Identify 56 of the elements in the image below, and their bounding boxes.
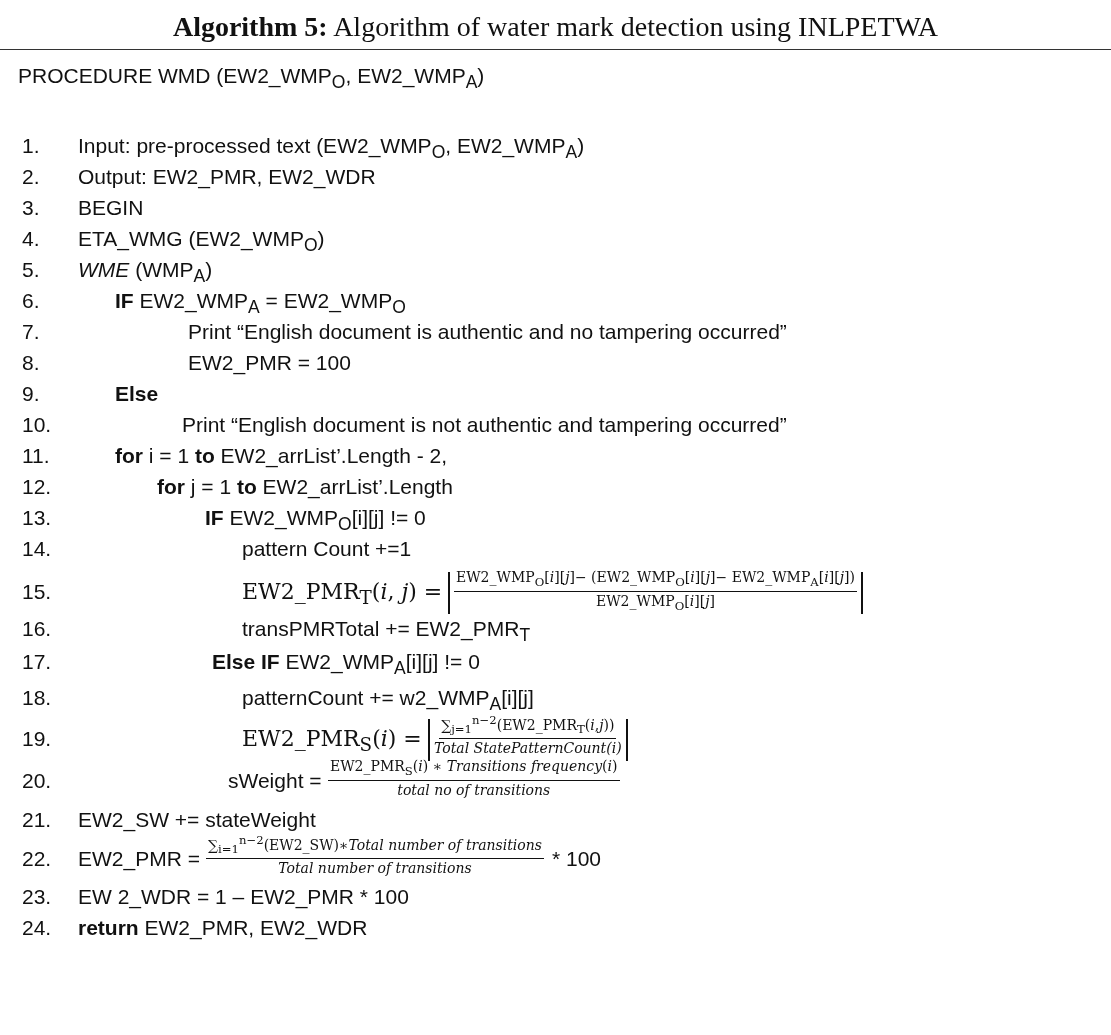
code-line: Output: EW2_PMR, EW2_WDR [78,164,376,190]
line-number: 23. [22,884,52,910]
code-line: ETA_WMG (EW2_WMP$_{O}$) [78,226,325,258]
line-number: 3. [22,195,40,221]
fraction-numerator: EW2_PMR$_{S}$(i) ∗ Transitions frequency(i) [328,757,620,781]
code-line: EW2_PMR = 100 [188,350,351,376]
code-line: for i = 1 to EW2_arrList’.Length - 2, [115,443,448,469]
line-number: 19. [22,726,52,752]
code-line: IF EW2_WMP$_{A}$ = EW2_WMP$_{O}$ [115,288,406,320]
formula-left-side: EW2_PMR$_{T}$(i, j) = [242,579,443,611]
line-number: 17. [22,649,52,675]
line-number: 4. [22,226,40,252]
line-number: 16. [22,616,52,642]
code-line: EW2_SW += stateWeight [78,807,316,833]
line-number: 12. [22,474,52,500]
line-number: 18. [22,685,52,711]
line-number: 22. [22,846,52,872]
line-number: 10. [22,412,52,438]
code-line: pattern Count +=1 [242,536,412,562]
code-line: Else [115,381,159,407]
code-line: Print “English document is authentic and no tampering occurred” [188,319,787,345]
formula-multiplier: * 100 [552,846,602,872]
line-number: 5. [22,257,40,283]
line-number: 13. [22,505,52,531]
algorithm-title: Algorithm 5: Algorithm of water mark detection using INLPETWA [171,10,940,44]
code-line: Input: pre-processed text (EW2_WMP$_{O}$, EW2_WMP$_{A}$) [78,133,585,165]
line-number: 8. [22,350,40,376]
code-line: WME (WMP$_{A}$) [78,257,213,289]
code-line: for j = 1 to EW2_arrList’.Length [157,474,453,500]
line-number: 11. [22,443,50,469]
fraction-denominator: Total number of transitions [278,859,472,878]
line-number: 1. [22,133,40,159]
formula-left-side: EW2_PMR$_{S}$(i) = [242,726,422,758]
code-line: BEGIN [78,195,144,221]
line-number: 14. [22,536,52,562]
line-number: 20. [22,768,52,794]
code-line: IF EW2_WMP$_{O}$[i][j] != 0 [205,505,426,537]
line-number: 6. [22,288,40,314]
formula-left-side: EW2_PMR = [78,846,200,872]
fraction-denominator: total no of transitions [397,780,551,799]
code-line: Else IF EW2_WMP$_{A}$[i][j] != 0 [212,649,480,681]
line-number: 21. [22,807,52,833]
line-number: 24. [22,915,52,941]
formula-left-side: sWeight = [228,768,322,794]
code-line: transPMRTotal += EW2_PMR$_{T}$ [242,616,531,648]
fraction-numerator: ∑$_{i=1}$$^{n−2}$(EW2_SW)∗Total number of transitions [206,831,544,860]
fraction-numerator: ∑$_{j=1}$$^{n−2}$(EW2_PMR$_{T}$(i,j)) [439,711,617,740]
line-number: 15. [22,579,52,605]
line-number: 9. [22,381,40,407]
line-number: 2. [22,164,40,190]
fraction-denominator: Total StatePatternCount(i) [434,739,622,758]
code-line: Print “English document is not authentic and tampering occurred” [182,412,787,438]
code-line: EW 2_WDR = 1 – EW2_PMR * 100 [78,884,409,910]
procedure-header: PROCEDURE WMD (EW2_WMP$_{O}$, EW2_WMP$_{A}$) [18,63,485,95]
line-number: 7. [22,319,40,345]
code-line: return EW2_PMR, EW2_WDR [78,915,368,941]
